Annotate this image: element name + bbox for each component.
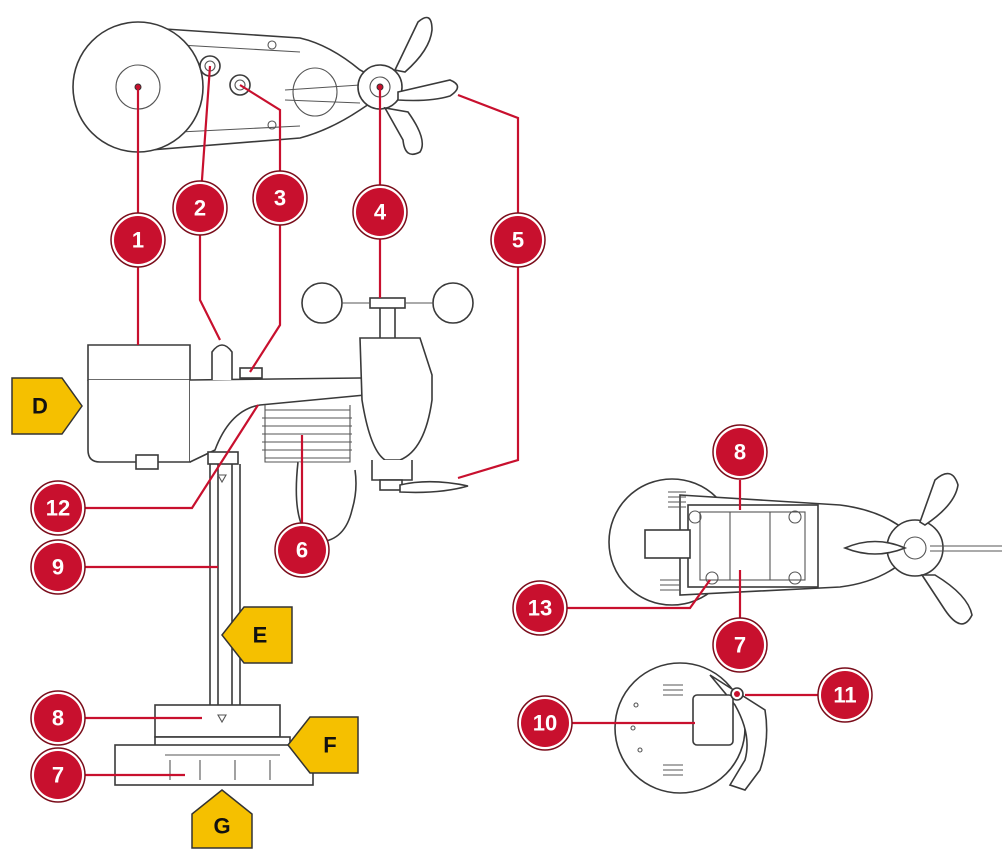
callout-8-underside: 8	[712, 424, 768, 480]
callout-10: 10	[517, 695, 573, 751]
callout-7-underside-label: 7	[734, 633, 746, 658]
callout-13-label: 13	[528, 596, 552, 621]
leader-12	[58, 404, 259, 510]
tag-G: G	[191, 789, 253, 849]
leader-13	[540, 579, 711, 610]
callout-11: 11	[817, 667, 873, 723]
callout-2: 2	[172, 180, 228, 236]
callout-3: 3	[252, 170, 308, 226]
leader-5	[457, 93, 520, 480]
callout-badges: 1 2 3 4 5 6 7 7	[30, 170, 873, 803]
leader-2	[198, 65, 221, 341]
callout-6-label: 6	[296, 538, 308, 563]
callout-5-label: 5	[512, 228, 524, 253]
tag-F-label: F	[323, 733, 336, 758]
callout-5: 5	[490, 212, 546, 268]
callout-8-side: 8	[30, 690, 86, 746]
callout-6: 6	[274, 522, 330, 578]
callout-8-side-label: 8	[52, 706, 64, 731]
top-view-illustration	[72, 16, 459, 156]
mount-underside-illustration	[608, 472, 1002, 625]
tag-D: D	[11, 377, 83, 435]
callout-10-label: 10	[533, 711, 557, 736]
callout-12-label: 12	[46, 496, 70, 521]
callout-11-label: 11	[833, 683, 856, 708]
callout-9: 9	[30, 539, 86, 595]
callout-3-label: 3	[274, 186, 286, 211]
callout-7-side: 7	[30, 747, 86, 803]
side-view-illustration	[87, 282, 474, 786]
tag-F: F	[287, 716, 359, 774]
callout-12: 12	[30, 480, 86, 536]
callout-1-label: 1	[132, 228, 144, 253]
callout-9-label: 9	[52, 555, 64, 580]
callout-7-underside: 7	[712, 617, 768, 673]
tag-E: E	[221, 606, 293, 664]
tag-G-label: G	[213, 814, 230, 839]
callout-13: 13	[512, 580, 568, 636]
callout-7-side-label: 7	[52, 763, 64, 788]
callout-4: 4	[352, 184, 408, 240]
callout-1: 1	[110, 212, 166, 268]
letter-tags: D E F G	[11, 377, 359, 849]
base-underside-illustration	[614, 662, 768, 794]
callout-8-underside-label: 8	[734, 440, 746, 465]
callout-4-label: 4	[374, 200, 387, 225]
tag-D-label: D	[32, 394, 48, 419]
tag-E-label: E	[253, 623, 268, 648]
callout-2-label: 2	[194, 196, 206, 221]
